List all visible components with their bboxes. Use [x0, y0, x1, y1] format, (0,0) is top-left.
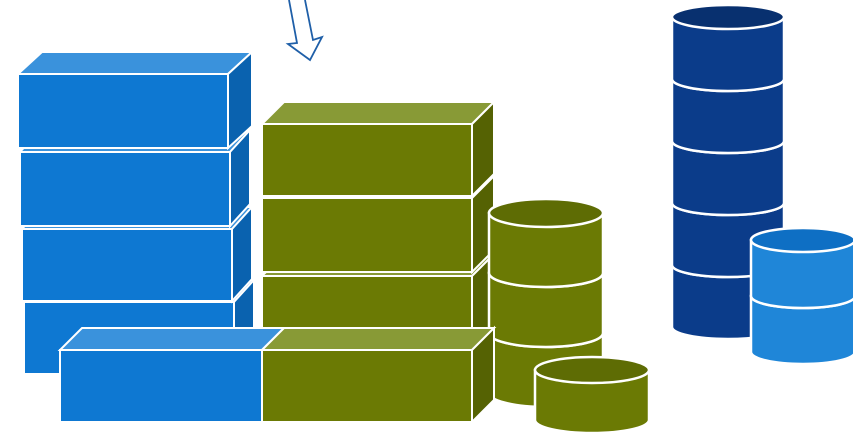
- olive-box-2-front-face: [262, 198, 472, 272]
- database-cylinder-icon: [751, 228, 853, 308]
- olive-box-1-top-face: [262, 102, 494, 124]
- blue-box-1-front-face: [18, 74, 228, 148]
- long-box-blue-top-face: [60, 328, 284, 350]
- olive-box-stack: [262, 102, 494, 346]
- database-cylinder-icon: [535, 357, 649, 433]
- down-arrow-icon: [288, 0, 322, 60]
- long-box-olive-top-face: [262, 328, 494, 350]
- database-cylinder-icon: [672, 5, 784, 91]
- olive-box-1: [262, 102, 494, 196]
- long-box-blue-front-face: [60, 350, 262, 422]
- light-blue-cylinder-stack: [751, 228, 853, 364]
- blue-box-1: [18, 52, 252, 148]
- olive-box-1-front-face: [262, 124, 472, 196]
- blue-box-1-top-face: [18, 52, 252, 74]
- blue-box-stack: [18, 52, 254, 374]
- long-split-box: [60, 328, 494, 422]
- small-olive-cylinder: [535, 357, 649, 433]
- blue-box-3-front-face: [22, 229, 232, 301]
- long-box-olive-front-face: [262, 350, 472, 422]
- blue-box-2-front-face: [20, 152, 230, 226]
- database-cylinder-icon: [489, 199, 603, 287]
